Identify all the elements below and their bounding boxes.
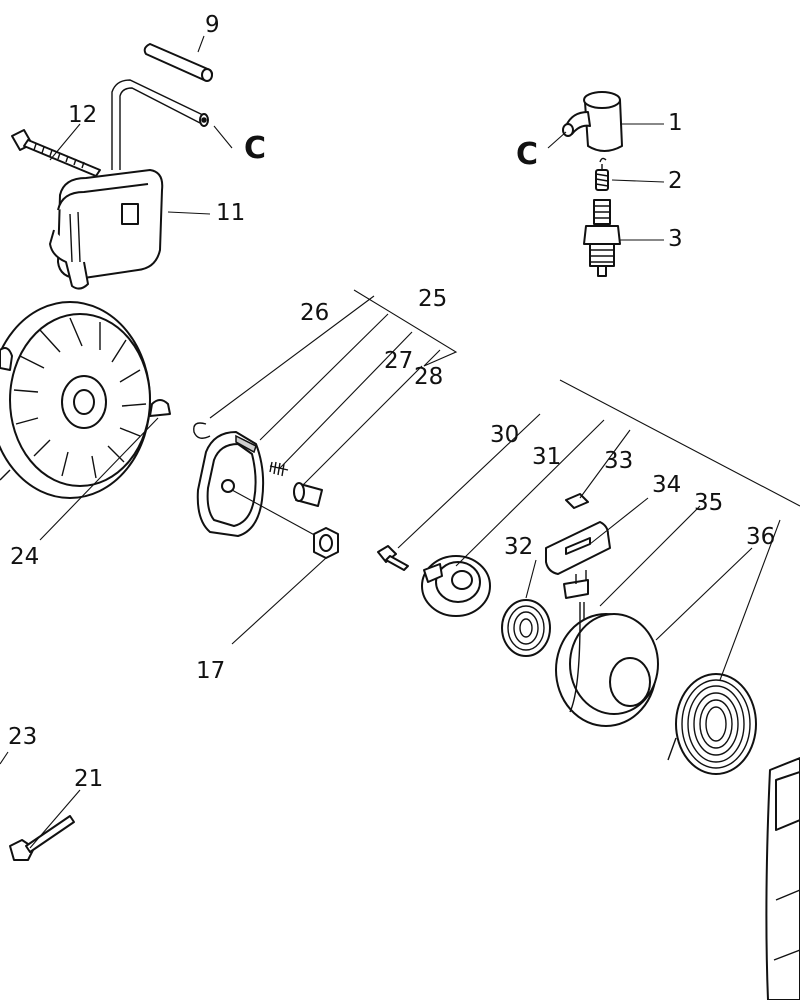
label-25: 25 (418, 286, 447, 312)
label-3: 3 (668, 226, 683, 252)
label-23: 23 (8, 724, 37, 750)
part-2-spring (595, 157, 609, 191)
label-28: 28 (414, 364, 443, 390)
part-26-circlip (193, 422, 211, 439)
label-1: 1 (668, 110, 683, 136)
part-31-screw (377, 545, 409, 571)
part-starter-housing (765, 757, 800, 1000)
ref-c-right: C (516, 137, 538, 172)
ref-c-left: C (244, 131, 266, 166)
label-32: 32 (504, 534, 533, 560)
part-36-recoil-spring (667, 673, 757, 775)
label-31: 31 (532, 444, 561, 470)
part-9-fuel-tube (143, 43, 213, 82)
label-34: 34 (652, 472, 681, 498)
label-12: 12 (68, 102, 97, 128)
part-25-clutch-assembly (196, 431, 265, 537)
part-labels: 9 12 11 1 2 3 25 26 27 28 30 31 33 34 35… (8, 12, 775, 792)
leader-lines (0, 35, 800, 849)
label-27: 27 (384, 348, 413, 374)
label-26: 26 (300, 300, 329, 326)
part-32-spring (501, 599, 551, 657)
part-27-spring (269, 461, 289, 477)
part-34-starter-handle (545, 521, 611, 599)
label-21: 21 (74, 766, 103, 792)
part-1-plug-cap (562, 91, 623, 152)
part-ignition-wire (111, 79, 209, 170)
label-30: 30 (490, 422, 519, 448)
part-24-flywheel (0, 301, 171, 499)
label-11: 11 (216, 200, 245, 226)
label-2: 2 (668, 168, 683, 194)
label-17: 17 (196, 658, 225, 684)
label-24: 24 (10, 544, 39, 570)
shaft-line (231, 489, 321, 539)
part-pulley (421, 555, 491, 617)
label-33: 33 (604, 448, 633, 474)
label-36: 36 (746, 524, 775, 550)
part-33-washer (565, 493, 589, 509)
label-9: 9 (205, 12, 220, 38)
part-17-nut (313, 527, 339, 559)
part-3-spark-plug (583, 199, 621, 277)
part-21-bolt (9, 815, 75, 861)
label-35: 35 (694, 490, 723, 516)
part-35-rope-reel (555, 602, 659, 727)
part-11-ignition-coil (49, 169, 164, 290)
connection-refs: C C (244, 131, 538, 172)
part-28-shoe-pin (293, 482, 323, 507)
